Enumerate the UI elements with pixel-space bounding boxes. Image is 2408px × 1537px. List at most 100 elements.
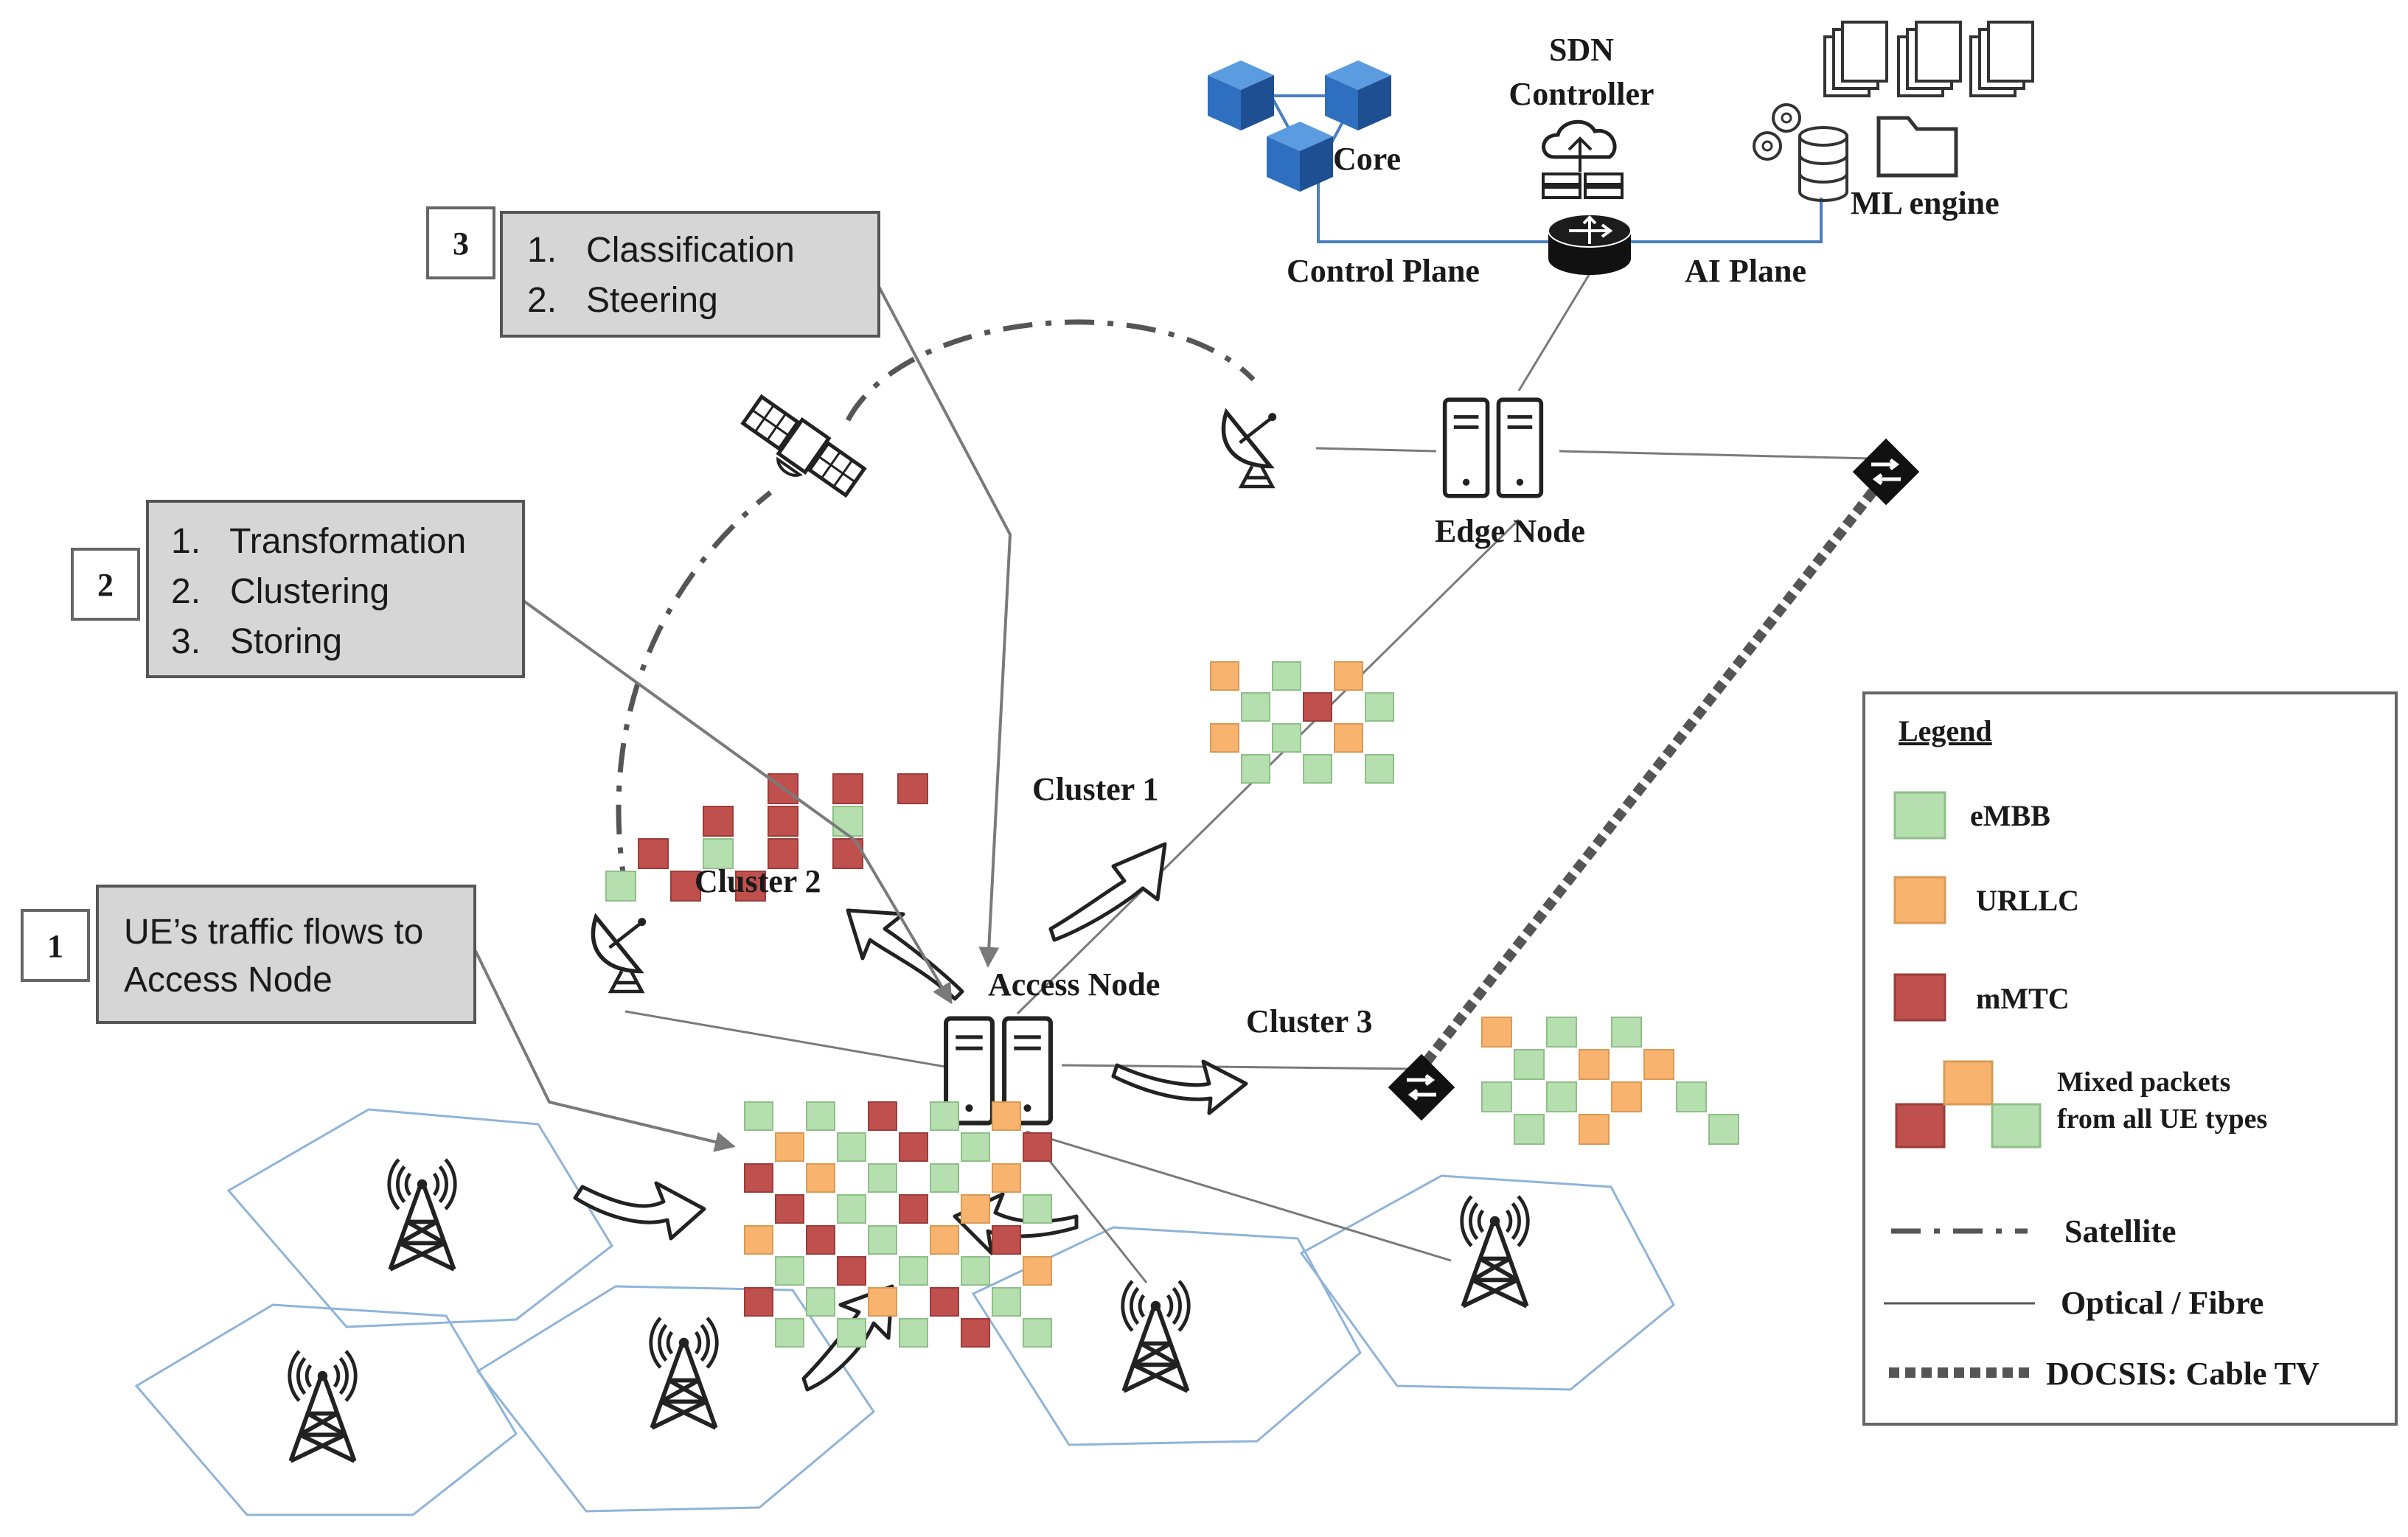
packet-square — [806, 1163, 835, 1193]
hex-cell — [134, 1303, 518, 1516]
packet-square — [806, 1287, 835, 1317]
cluster-3-packets — [1481, 1017, 1739, 1145]
step-1-pointer — [474, 950, 736, 1152]
packet-square — [1546, 1081, 1577, 1112]
packet-square — [837, 1194, 866, 1224]
cell-tower-icon — [290, 1351, 356, 1461]
cluster-1-label: Cluster 1 — [1032, 771, 1159, 807]
satellite-link-upper — [845, 319, 1256, 422]
packet-square — [735, 871, 766, 902]
packet-square — [1023, 1256, 1052, 1286]
curved-arrow-icon — [573, 1181, 706, 1241]
step-2-line: 3. Storing — [171, 622, 342, 661]
packet-square — [837, 1318, 866, 1348]
legend-satellite-label: Satellite — [2064, 1213, 2176, 1250]
legend-mixed-label: from all UE types — [2057, 1104, 2267, 1135]
folder-icon — [1876, 116, 1958, 178]
control-plane-lines — [1317, 171, 1823, 243]
packet-square — [961, 1194, 990, 1224]
curved-arrows — [573, 842, 1248, 1392]
packet-square — [961, 1132, 990, 1162]
curved-arrow-icon — [1111, 1059, 1248, 1115]
edge-node-label: Edge Node — [1435, 513, 1585, 549]
step-1-line: UE’s traffic flows to — [124, 913, 423, 952]
packet-square — [806, 1101, 835, 1131]
packet-square — [1365, 754, 1394, 784]
edge-node-server-icon — [1445, 400, 1542, 496]
cell-hexagons — [134, 1108, 1675, 1516]
docsis-link — [1422, 464, 1896, 1065]
step-1-callout: 1 UE’s traffic flows to Access Node — [21, 885, 476, 1024]
packet-square — [832, 806, 863, 837]
packet-square — [605, 871, 636, 902]
packet-square — [806, 1225, 835, 1255]
packet-square — [703, 806, 734, 837]
packet-square — [775, 1256, 804, 1286]
packet-square — [1303, 692, 1332, 722]
packet-square — [868, 1163, 897, 1193]
packet-square — [775, 1132, 804, 1162]
packet-square — [1579, 1114, 1610, 1145]
packet-square — [868, 1101, 897, 1131]
cluster-2-label: Cluster 2 — [695, 863, 821, 899]
cell-tower-icon — [1123, 1281, 1189, 1391]
database-icon — [1753, 103, 1848, 202]
cell-tower-icon — [1462, 1196, 1528, 1306]
hex-cell — [971, 1226, 1362, 1446]
cluster-3-label: Cluster 3 — [1246, 1003, 1373, 1039]
hex-cell — [476, 1285, 875, 1513]
packet-square — [638, 838, 669, 869]
packet-square — [768, 806, 798, 837]
cell-tower-icon — [651, 1318, 717, 1428]
packet-square — [1334, 723, 1363, 753]
packet-square — [1334, 661, 1363, 691]
packet-square — [1611, 1017, 1642, 1048]
packet-square — [744, 1101, 773, 1131]
packet-square — [1481, 1017, 1512, 1048]
packet-square — [961, 1256, 990, 1286]
packet-square — [899, 1132, 928, 1162]
sdn-label-line2: Controller — [1509, 76, 1654, 112]
packet-square — [1481, 1081, 1512, 1112]
cluster-1-packets — [1210, 661, 1394, 784]
step-2-number: 2 — [97, 567, 114, 603]
cluster-2-packets — [605, 773, 928, 902]
packet-square — [1579, 1049, 1610, 1080]
step-1-line: Access Node — [124, 961, 333, 1000]
packet-square — [1272, 661, 1301, 691]
packet-square — [897, 773, 928, 804]
cube-icon — [1267, 122, 1333, 192]
packet-square — [899, 1256, 928, 1286]
legend-docsis-label: DOCSIS: Cable TV — [2046, 1356, 2320, 1392]
legend-optical-label: Optical / Fibre — [2061, 1285, 2263, 1321]
packet-square — [899, 1318, 928, 1348]
curved-arrow-icon — [846, 908, 964, 1001]
packet-square — [899, 1194, 928, 1224]
packet-square — [992, 1225, 1021, 1255]
ml-engine-label: ML engine — [1851, 185, 2000, 221]
legend-embb-swatch — [1893, 791, 1946, 840]
access-node-label: Access Node — [988, 966, 1160, 1003]
cell-tower-icon — [389, 1160, 456, 1269]
ai-plane-label: AI Plane — [1685, 253, 1806, 289]
packet-square — [775, 1318, 804, 1348]
packet-square — [744, 1287, 773, 1317]
packet-square — [703, 838, 734, 869]
step-3-number: 3 — [453, 226, 469, 262]
satellite-link-lower — [616, 490, 773, 896]
packet-square — [930, 1163, 959, 1193]
packet-square — [1611, 1081, 1642, 1112]
packet-square — [1303, 754, 1332, 784]
packet-square — [1241, 754, 1270, 784]
packet-square — [744, 1225, 773, 1255]
step-2-pointer — [522, 599, 953, 1005]
packet-square — [1023, 1318, 1052, 1348]
satellite-dish-icon — [1223, 412, 1276, 487]
step-2-line: 2. Clustering — [171, 572, 389, 611]
packet-square — [1210, 723, 1239, 753]
packet-square — [775, 1194, 804, 1224]
legend-mmtc-label: mMTC — [1976, 982, 2070, 1015]
step-2-line: 1. Transformation — [171, 522, 466, 561]
packet-square — [868, 1287, 897, 1317]
hex-cell — [226, 1108, 613, 1328]
